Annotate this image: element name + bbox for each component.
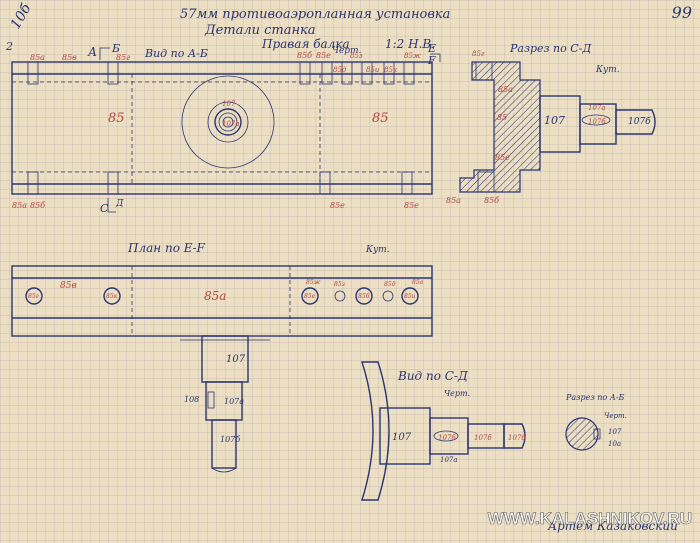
view-c-d-chert: Черт.	[444, 389, 470, 398]
beam-outline	[11, 61, 433, 195]
section-c-d-label-85e: 85е	[495, 153, 510, 162]
section-a-b-label: Разрез по А-Б	[565, 393, 625, 402]
view-a-b-label-85g: 85г	[116, 53, 130, 62]
drawing-subtitle-details: Детали станка	[204, 23, 316, 38]
shaft-label-107a: 107а	[224, 397, 244, 406]
view-a-b-label-107: 107	[222, 100, 236, 108]
section-a-b-label-10a: 10а	[608, 440, 621, 448]
plan-label-85d: 85д	[384, 281, 396, 288]
view-c-d-label-107b-tip: 107б	[508, 434, 526, 442]
plan-label-85zh: 85ж	[306, 279, 321, 286]
watermark: WWW.KALASHNIKOV.RU	[488, 509, 692, 528]
view-a-b-label-85e: 85е	[316, 51, 331, 60]
section-c-d-label-85a: 85а	[498, 85, 513, 94]
view-a-b-mark-b: Б	[111, 42, 120, 55]
view-a-b-mark-c: С	[100, 202, 109, 215]
drawing-title: 57мм противоаэропланная установка	[180, 7, 450, 22]
view-a-b-label-85-left: 85	[108, 111, 125, 126]
view-a-b-label-85i: 85и	[366, 66, 380, 74]
section-c-d-label: Разрез по С-Д	[509, 42, 592, 55]
plan-label-85a-right: 85а	[412, 279, 424, 286]
section-c-d-label-85b: 85б	[484, 196, 499, 205]
view-a-b-label-85e-right: 85е	[404, 201, 419, 210]
signature: Артем Казаковский	[547, 519, 678, 533]
section-a-b-chert: Черт.	[604, 412, 627, 420]
view-a-b-label-85k: 85к	[384, 66, 398, 74]
plan-e-f: План по Е-F Кут. 85в 85а 85г 85к 85е 85б…	[11, 241, 433, 473]
plan-label-85a: 85а	[204, 289, 226, 303]
view-a-b-label: Вид по А-Б	[144, 47, 208, 60]
view-a-b-label-85z: 85з	[350, 52, 363, 60]
view-a-b-label-85a: 85а	[30, 53, 45, 62]
page-number: 99	[672, 3, 692, 22]
plan-e-f-label: План по Е-F	[127, 241, 206, 255]
view-a-b-label-85b-bottom: 85б	[30, 201, 45, 210]
plan-label-85z: 85з	[334, 281, 345, 288]
view-c-d-label-107: 107	[392, 432, 412, 443]
section-c-d-label-85: 85	[497, 113, 507, 122]
section-c-d-label-85a-bottom: 85а	[446, 196, 461, 205]
drawing-part-name: Правая балка	[261, 37, 350, 51]
drawing-scale: 1:2 Н.В.	[385, 37, 435, 51]
plan-label-85v: 85в	[60, 281, 77, 291]
view-a-b: Вид по А-Б А Б Черт. Е F 85	[11, 42, 441, 215]
view-c-d-label-107b: 107б	[438, 434, 456, 442]
view-a-b-label-85-right: 85	[372, 111, 389, 126]
view-a-b-chert: Черт.	[332, 46, 362, 56]
view-c-d-label-107a: 107а	[440, 456, 458, 464]
figure-number: 2	[5, 40, 13, 53]
section-a-b-label-107: 107	[608, 428, 622, 436]
view-a-b-label-85a-bottom: 85а	[12, 201, 27, 210]
view-a-b-label-85e-bottom: 85е	[330, 201, 345, 210]
plan-label-85i: 85и	[404, 293, 416, 300]
view-a-b-mark-f: F	[427, 54, 436, 67]
plan-label-85k: 85к	[106, 293, 118, 300]
view-a-b-mark-e: Е	[427, 42, 436, 55]
view-a-b-label-107a: 107а	[222, 120, 240, 128]
view-c-d-label-107b-end: 107б	[474, 434, 492, 442]
shaft-label-107b: 107б	[220, 435, 240, 444]
shaft-label-107: 107	[226, 354, 246, 365]
section-c-d-label-107a: 107а	[588, 104, 606, 112]
section-c-d: Разрез по С-Д Кут. 85а 85 85е 85г 85б 85…	[446, 42, 656, 205]
plan-label-85b: 85б	[358, 293, 370, 300]
view-c-d: Вид по С-Д Черт. 107 107б 107б 107б 107а	[361, 361, 526, 501]
section-c-d-label-107: 107	[544, 114, 565, 127]
plan-e-f-kut: Кут.	[365, 245, 390, 255]
plan-label-85e: 85е	[304, 293, 316, 300]
view-a-b-mark-d: Д	[115, 199, 124, 209]
view-a-b-label-85v: 85в	[62, 53, 77, 62]
view-c-d-label: Вид по С-Д	[397, 369, 468, 383]
view-a-b-label-85b: 85б	[297, 51, 312, 60]
view-a-b-label-85zh: 85ж	[404, 52, 421, 60]
section-a-b: Разрез по А-Б Черт. 107 10а	[565, 393, 627, 451]
section-c-d-label-85g: 85г	[472, 50, 485, 58]
view-a-b-mark-a: А	[87, 45, 97, 59]
section-c-d-kut: Кут.	[595, 65, 620, 75]
shaft-label-108: 108	[184, 395, 199, 404]
section-c-d-label-107b: 107б	[588, 118, 606, 126]
sheet-reference: 10б	[8, 1, 35, 32]
plan-label-85g: 85г	[28, 293, 39, 300]
view-a-b-label-85d: 85д	[333, 66, 347, 74]
section-c-d-label-107b-end: 107б	[628, 116, 651, 127]
